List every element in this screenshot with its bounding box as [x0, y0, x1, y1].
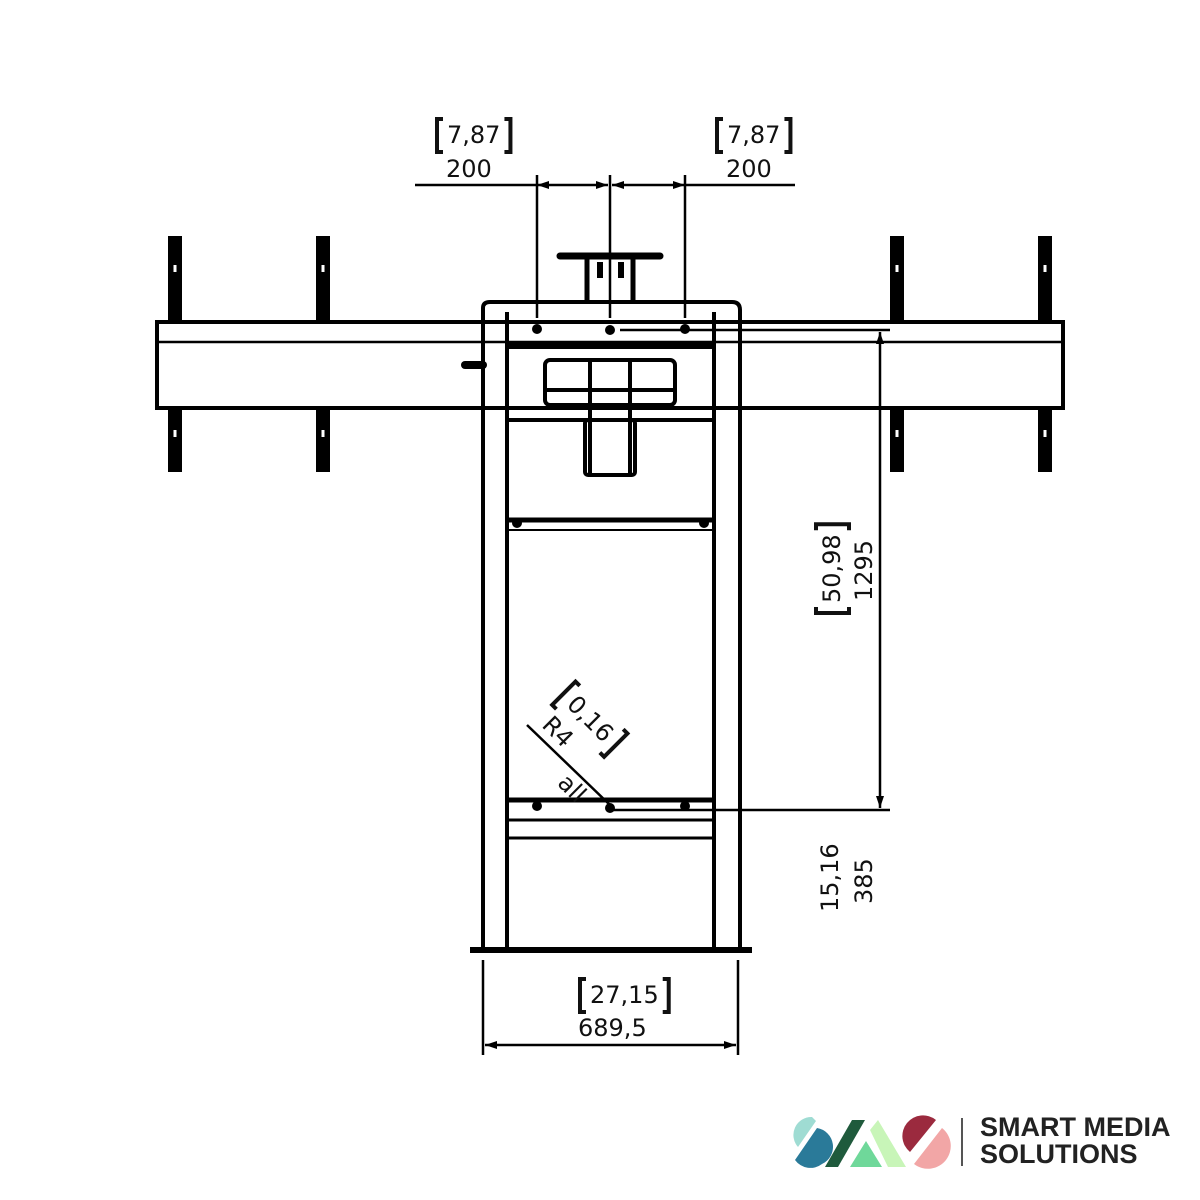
radius-leader: [526, 724, 611, 806]
logo-line2: SOLUTIONS: [980, 1139, 1138, 1169]
width-inch: 27,15: [590, 981, 659, 1009]
bracket-close-icon: [784, 117, 793, 154]
lower-inch: 15,16: [816, 843, 844, 912]
bracket-open-icon: [814, 607, 851, 615]
bracket-open-icon: [578, 977, 586, 1014]
top-right-inch: 7,87: [727, 121, 780, 149]
bracket-open-icon: [715, 117, 723, 154]
height-dimension: [610, 328, 890, 812]
top-left-mm: 200: [446, 155, 492, 183]
top-bracket: [556, 252, 664, 300]
bracket-open-icon: [549, 678, 582, 711]
height-mm: 1295: [850, 540, 878, 601]
top-left-inch: 7,87: [447, 121, 500, 149]
lower-mm: 385: [850, 858, 878, 904]
width-dimension: [481, 960, 740, 1055]
top-right-mm: 200: [726, 155, 772, 183]
bracket-close-icon: [598, 727, 631, 760]
bracket-close-icon: [504, 117, 513, 154]
column: [470, 300, 752, 953]
top-dimension: [415, 175, 795, 318]
width-mm: 689,5: [578, 1014, 647, 1042]
bracket-open-icon: [435, 117, 443, 154]
bracket-close-icon: [814, 522, 851, 531]
smart-media-solutions-logo: [793, 1115, 963, 1169]
rail-slots: [173, 265, 1047, 437]
logo-text: SMART MEDIA SOLUTIONS: [980, 1114, 1171, 1168]
height-inch: 50,98: [818, 534, 846, 603]
logo-line1: SMART MEDIA: [980, 1112, 1171, 1142]
bracket-close-icon: [662, 977, 671, 1014]
vesa-rails: [168, 236, 1052, 472]
